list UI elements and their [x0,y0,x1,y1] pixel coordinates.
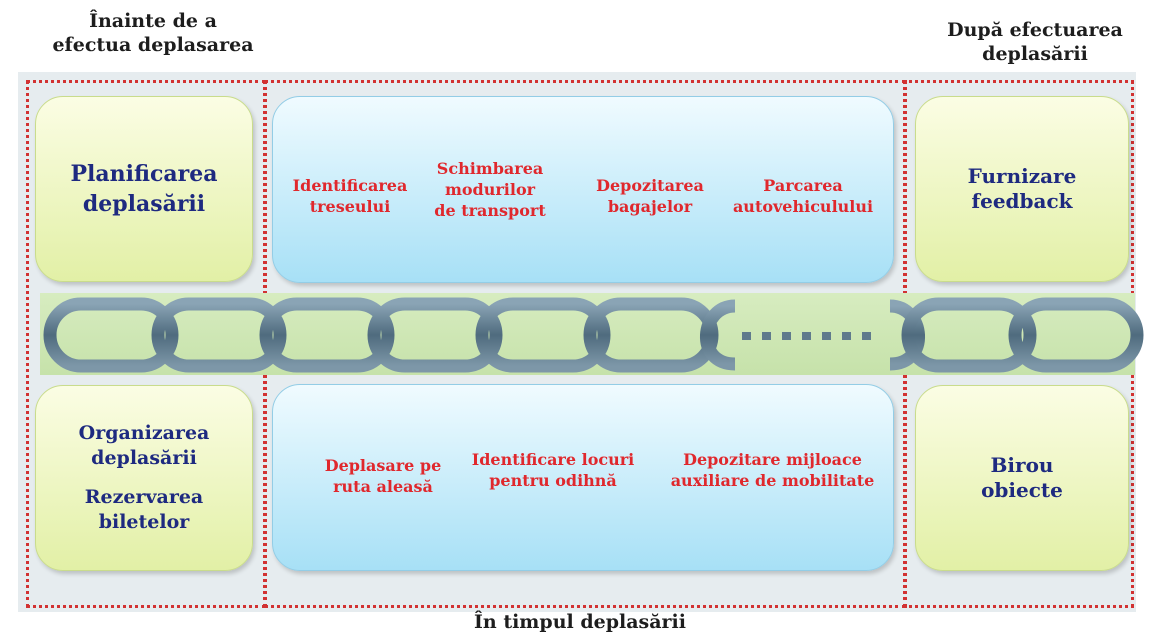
header-before-line1: Înainte de a [89,10,217,32]
chain-link-5 [475,297,611,373]
chain-link-7-partial [700,299,736,371]
chain-link-4 [367,297,503,373]
lost-objects-line1: Birou [990,453,1054,477]
mobility-aids-line1: Depozitare mijloace [683,450,862,469]
luggage-storage-line2: bagajelor [607,197,693,216]
box-feedback: Furnizare feedback [915,96,1129,282]
identify-route-line2: treseului [309,197,391,216]
label-luggage-storage: Depozitarea bagajelor [585,175,715,217]
travel-route-line1: Deplasare pe [324,456,442,475]
chain-link-10 [1008,297,1144,373]
label-mobility-aids: Depozitare mijloace auxiliare de mobilit… [660,449,885,491]
booking-line1: Rezervarea [84,486,204,508]
label-vehicle-parking: Parcarea autovehiculului [728,175,878,217]
box-organizing: Organizarea deplasării Rezervarea bilete… [35,385,253,571]
change-modes-line3: de transport [434,201,546,220]
chain-link-8-partial [889,299,925,371]
header-after-line2: deplasării [982,43,1088,65]
travel-route-line2: ruta aleasă [333,477,433,496]
mobility-aids-line2: auxiliare de mobilitate [670,471,875,490]
header-during: În timpul deplasării [474,611,686,633]
booking-line2: biletelor [98,511,190,533]
organizing-line2: deplasării [91,447,197,469]
change-modes-line1: Schimbarea [436,159,544,178]
organizing-line1: Organizarea [78,422,210,444]
feedback-line2: feedback [971,189,1073,213]
identify-route-line1: Identificarea [292,176,408,195]
label-travel-route: Deplasare pe ruta aleasă [313,455,453,497]
header-before-line2: efectua deplasarea [52,34,254,56]
chain-link-1 [43,297,179,373]
header-before: Înainte de a efectua deplasarea [38,9,268,57]
label-rest-places: Identificare locuri pentru odihnă [468,449,638,491]
header-after-line1: După efectuarea [947,19,1123,41]
planning-line1: Planificarea [70,161,218,187]
chain-link-2 [151,297,287,373]
rest-places-line1: Identificare locuri [471,450,635,469]
feedback-line1: Furnizare [967,164,1077,188]
box-during-top [272,96,894,283]
box-during-bottom [272,384,894,571]
rest-places-line2: pentru odihnă [489,471,617,490]
luggage-storage-line1: Depozitarea [596,176,704,195]
lost-objects-line2: obiecte [981,478,1063,502]
vehicle-parking-line1: Parcarea [763,176,843,195]
chain-link-9 [901,297,1037,373]
label-identify-route: Identificarea treseului [285,175,415,217]
label-change-modes: Schimbarea modurilor de transport [420,158,560,221]
planning-line2: deplasării [82,191,206,217]
box-planning: Planificarea deplasării [35,96,253,282]
box-lost-objects: Birou obiecte [915,385,1129,571]
vehicle-parking-line2: autovehiculului [732,197,874,216]
chain-dots [742,332,871,340]
change-modes-line2: modurilor [444,180,536,199]
chain-link-3 [259,297,395,373]
header-after: După efectuarea deplasării [930,18,1140,66]
